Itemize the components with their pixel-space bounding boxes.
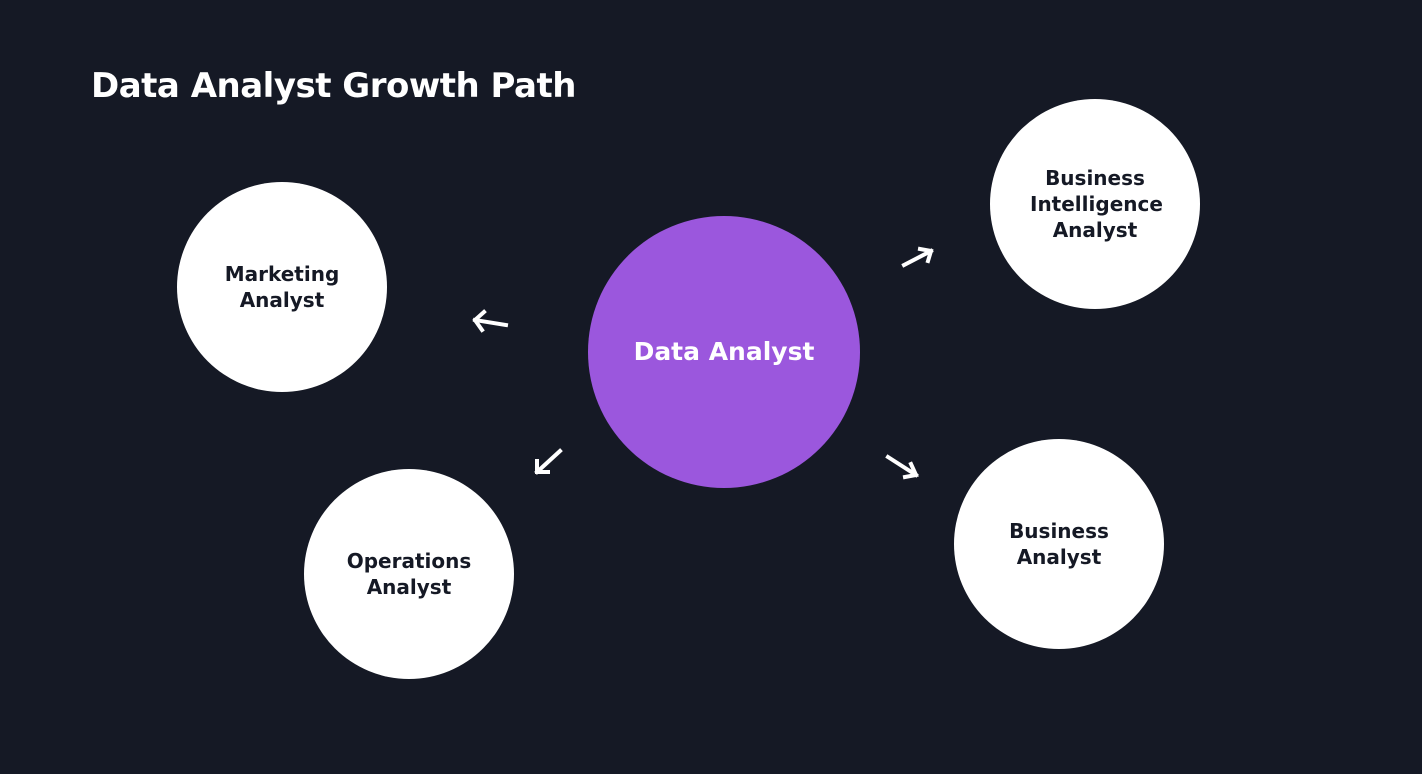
center-node-data-analyst: Data Analyst: [588, 216, 860, 488]
arrow-to-marketing-icon: [472, 309, 509, 333]
node-label: Business Intelligence Analyst: [1030, 166, 1163, 242]
node-business-intelligence-analyst: Business Intelligence Analyst: [990, 99, 1200, 309]
page-title: Data Analyst Growth Path: [91, 66, 576, 106]
node-operations-analyst: Operations Analyst: [304, 469, 514, 679]
node-label: Operations Analyst: [346, 549, 472, 599]
center-node-label: Data Analyst: [633, 337, 815, 366]
node-label: Marketing Analyst: [224, 262, 340, 312]
arrow-to-operations-icon: [534, 448, 563, 475]
arrow-to-bi-icon: [901, 246, 934, 268]
node-marketing-analyst: Marketing Analyst: [177, 182, 387, 392]
node-label: Business Analyst: [1009, 519, 1109, 569]
arrow-to-business-analyst-icon: [885, 454, 919, 480]
node-business-analyst: Business Analyst: [954, 439, 1164, 649]
